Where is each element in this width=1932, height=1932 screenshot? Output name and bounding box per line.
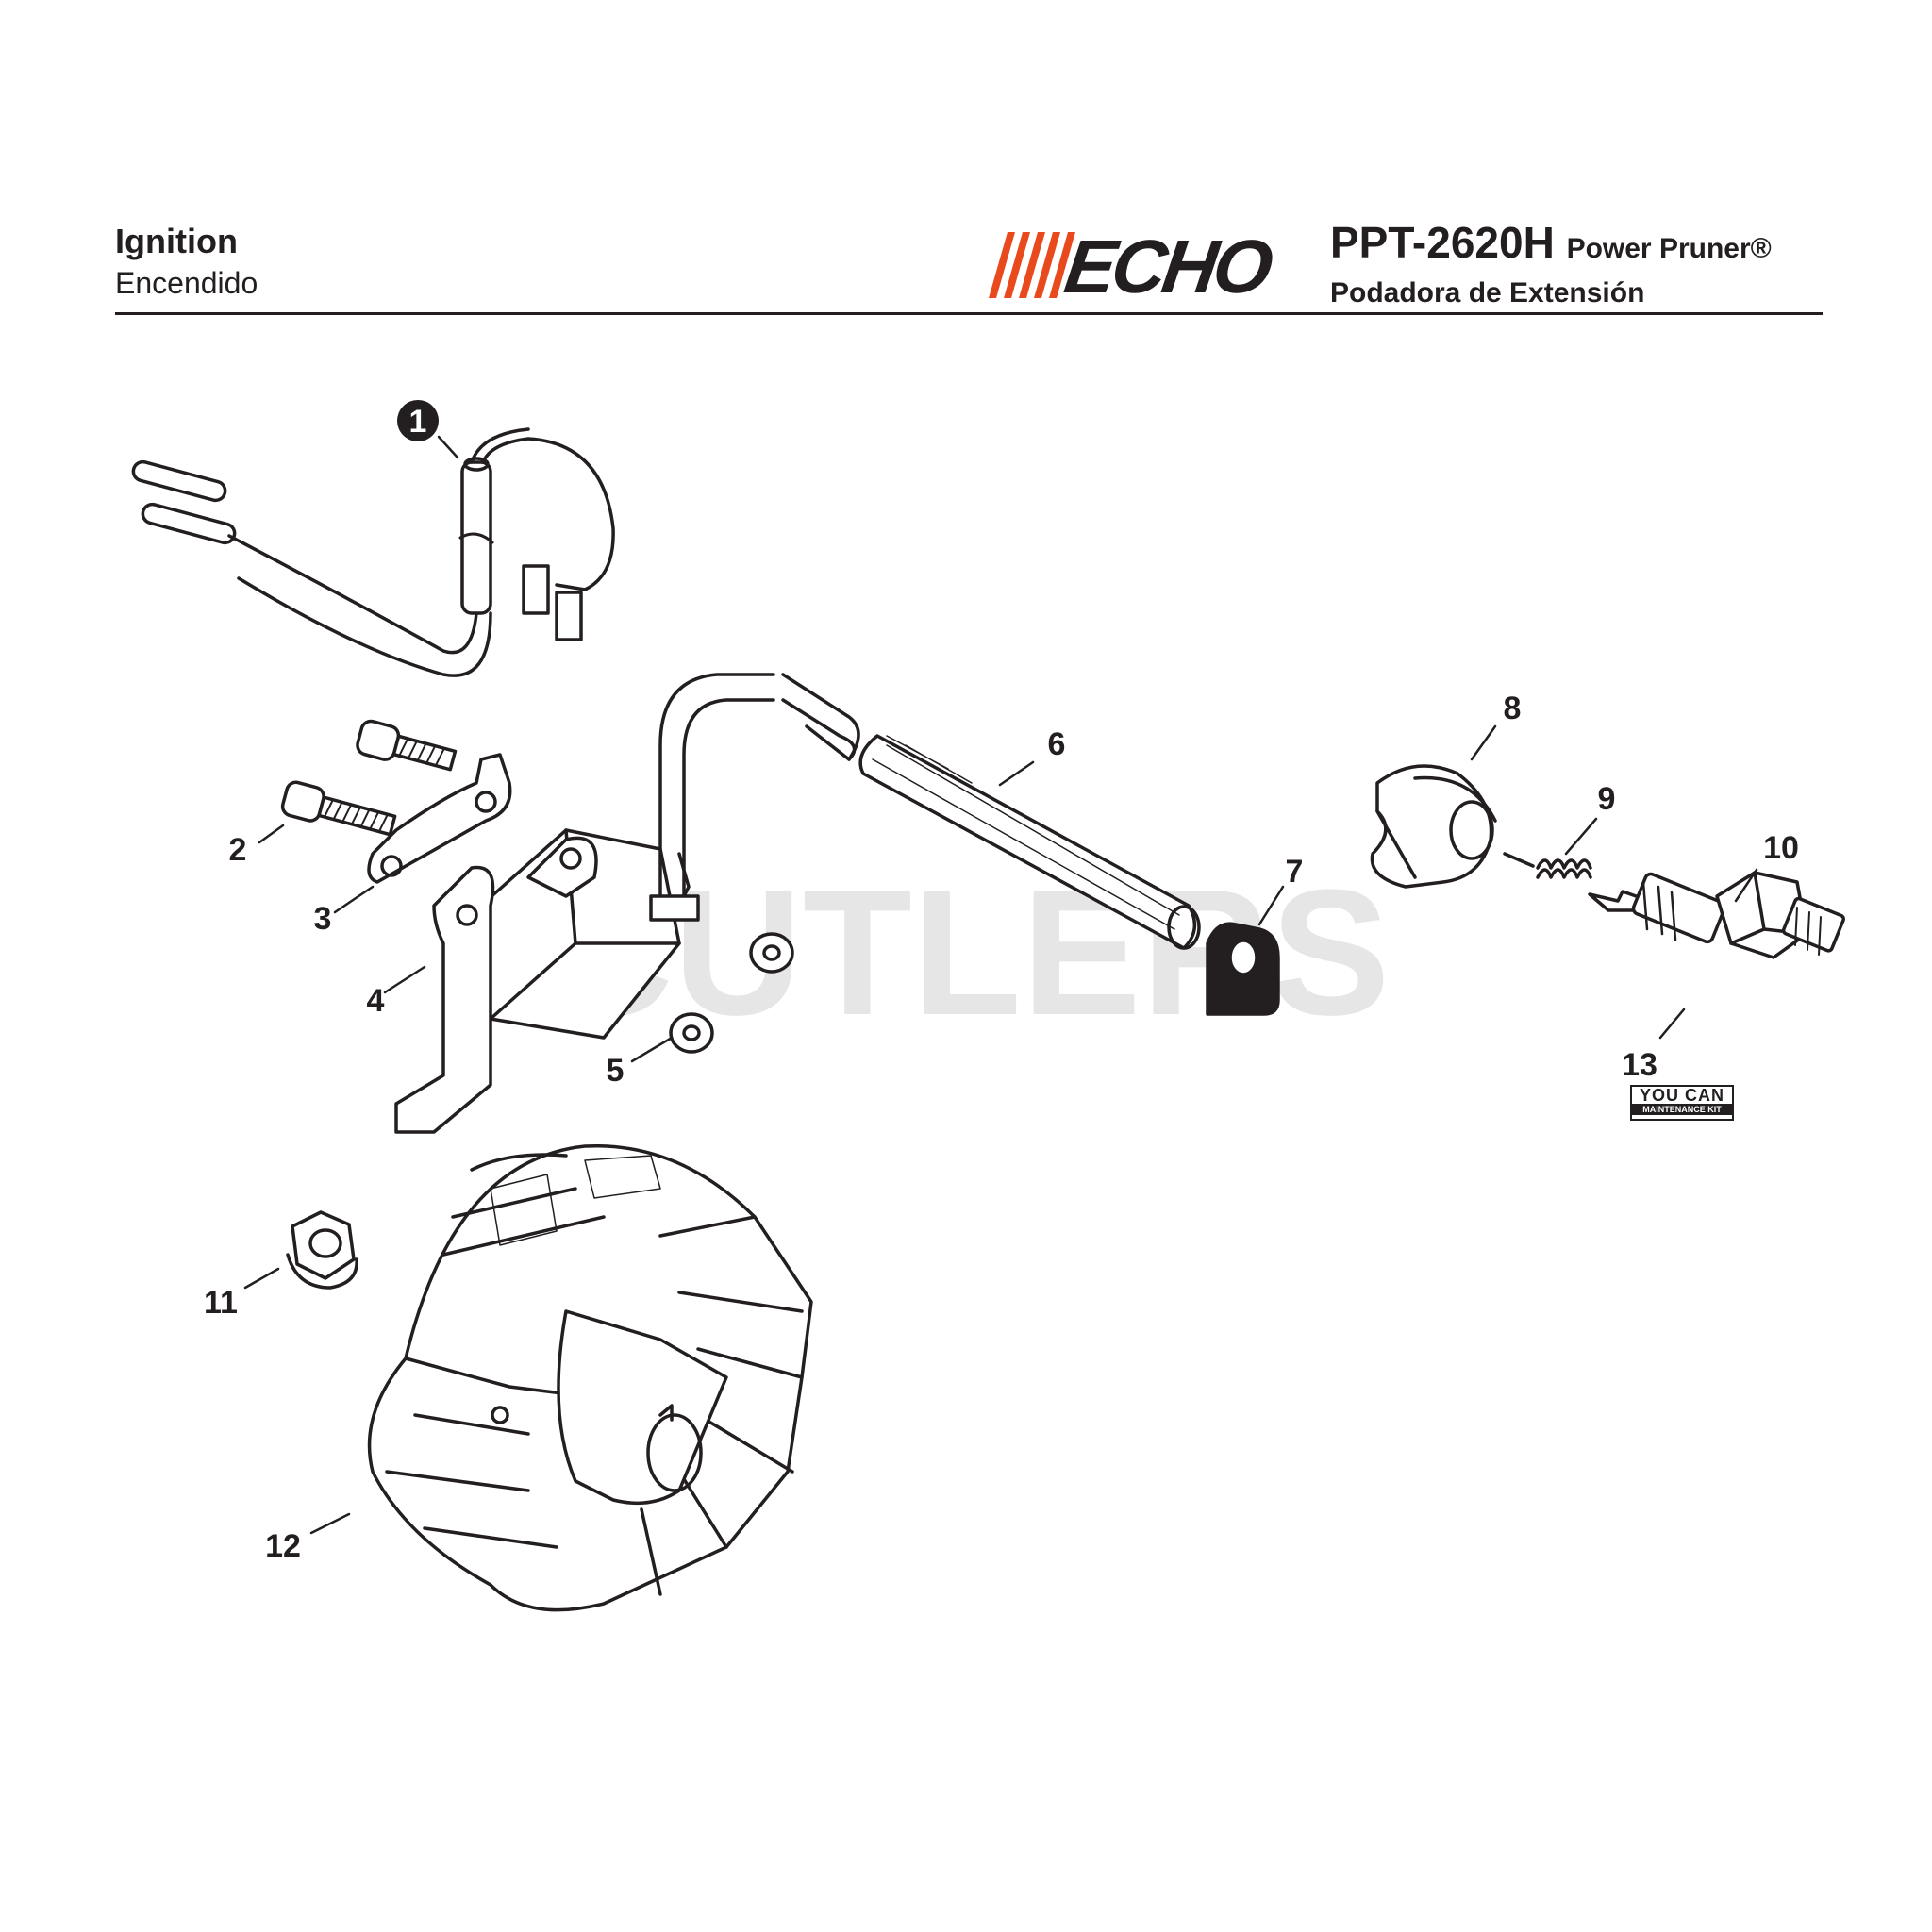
part-2-bolt	[280, 719, 458, 837]
section-subtitle: Encendido	[115, 266, 258, 300]
brand-wordmark: ECHO	[1059, 225, 1277, 300]
model-description: Power Pruner®	[1566, 233, 1772, 264]
part-8-plug-cap	[1370, 764, 1497, 889]
leader-lines	[243, 435, 1758, 1535]
callout-8: 8	[1504, 691, 1522, 726]
badge-bottom-text: MAINTENANCE KIT	[1632, 1104, 1732, 1115]
model-line: PPT-2620H Power Pruner®	[1330, 219, 1772, 273]
part-6-ht-lead	[649, 673, 1201, 950]
callout-13: 13	[1622, 1047, 1657, 1083]
part-4-ignition-coil	[394, 828, 691, 1134]
section-heading: Ignition Encendido	[115, 223, 258, 302]
callout-9: 9	[1598, 781, 1616, 817]
callouts: 1 2 3 4 5 6 7 8 9 10 11 12 13	[204, 400, 1799, 1564]
callout-6: 6	[1048, 726, 1066, 762]
part-12-flywheel	[367, 1143, 813, 1612]
part-6-sleeve	[858, 734, 1201, 950]
callout-3: 3	[314, 901, 332, 937]
callout-1: 1	[409, 404, 427, 440]
section-title: Ignition	[115, 222, 238, 260]
callout-7: 7	[1286, 854, 1304, 890]
part-5-washer	[669, 932, 794, 1054]
callout-2: 2	[229, 832, 247, 868]
you-can-maintenance-badge: YOU CAN MAINTENANCE KIT	[1630, 1085, 1734, 1121]
echo-logo: ECHO	[972, 225, 1311, 309]
callout-1-badge	[397, 400, 439, 441]
callout-4: 4	[367, 983, 385, 1019]
part-1-wire-harness	[131, 427, 615, 677]
badge-top-text: YOU CAN	[1639, 1086, 1724, 1105]
part-10-spark-plug	[1588, 871, 1845, 959]
model-heading: PPT-2620H Power Pruner® Podadora de Exte…	[1330, 219, 1772, 312]
part-7-grommet	[1206, 922, 1280, 1016]
callout-11: 11	[204, 1285, 238, 1321]
callout-5: 5	[607, 1053, 625, 1089]
callout-10: 10	[1763, 830, 1799, 866]
part-9-spring	[1503, 852, 1592, 879]
part-3-bracket	[367, 753, 512, 884]
model-number: PPT-2620H	[1330, 218, 1555, 267]
model-description-es: Podadora de Extensión	[1330, 277, 1645, 308]
part-11-flange-nut	[286, 1210, 358, 1290]
header-rule	[115, 312, 1823, 315]
callout-12: 12	[265, 1528, 301, 1564]
